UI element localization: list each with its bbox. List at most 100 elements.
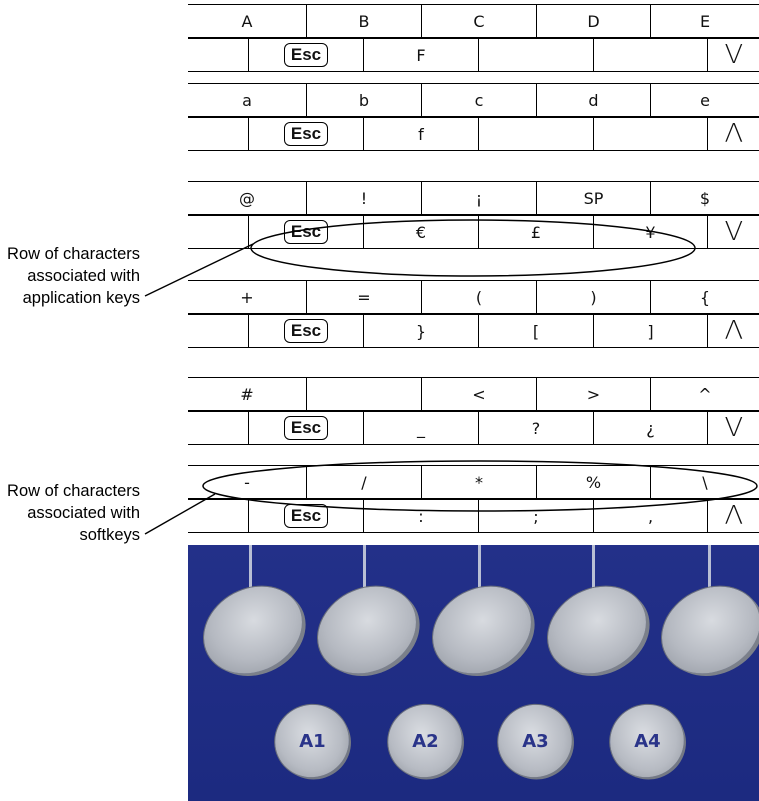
arrow-glyph: V [724, 40, 743, 70]
character-cell[interactable]: : [363, 500, 478, 532]
character-label: ^ [698, 384, 712, 404]
character-cell[interactable]: ( [421, 281, 536, 313]
character-cell[interactable]: _ [363, 412, 478, 444]
character-cell[interactable]: c [421, 84, 536, 116]
esc-key[interactable]: Esc [248, 500, 363, 532]
empty-cell [188, 216, 248, 248]
character-cell[interactable]: ; [478, 500, 593, 532]
softkey-3[interactable] [417, 569, 547, 691]
character-cell[interactable]: € [363, 216, 478, 248]
character-cell[interactable]: A [188, 5, 306, 37]
character-cell[interactable]: F [363, 39, 478, 71]
character-cell[interactable]: f [363, 118, 478, 150]
character-cell[interactable]: B [306, 5, 421, 37]
esc-key[interactable]: Esc [248, 315, 363, 347]
character-cell[interactable] [478, 118, 593, 150]
softkey-2[interactable] [302, 569, 432, 691]
character-cell[interactable]: ¥ [593, 216, 707, 248]
character-cell[interactable]: < [421, 378, 536, 410]
character-cell[interactable]: d [536, 84, 650, 116]
character-cell[interactable]: @ [188, 182, 306, 214]
page-up-arrow-icon[interactable]: Λ [707, 500, 759, 532]
character-label: : [418, 506, 424, 526]
character-cell[interactable]: b [306, 84, 421, 116]
character-cell[interactable]: ) [536, 281, 650, 313]
character-cell[interactable]: E [650, 5, 759, 37]
character-cell[interactable]: a [188, 84, 306, 116]
character-cell[interactable]: [ [478, 315, 593, 347]
empty-cell [188, 500, 248, 532]
softkey-4[interactable] [532, 569, 662, 691]
arrow-glyph: Λ [724, 119, 743, 149]
character-cell[interactable] [593, 39, 707, 71]
character-cell[interactable]: D [536, 5, 650, 37]
application-key-a3[interactable]: A3 [486, 692, 584, 790]
character-label: _ [417, 418, 425, 438]
esc-label: Esc [283, 416, 329, 440]
character-cell[interactable]: ^ [650, 378, 759, 410]
character-cell[interactable]: # [188, 378, 306, 410]
character-cell[interactable]: , [593, 500, 707, 532]
character-cell[interactable]: / [306, 466, 421, 498]
character-label: ; [533, 506, 539, 526]
application-key-label: A1 [298, 730, 326, 752]
esc-label: Esc [283, 122, 329, 146]
character-cell[interactable]: ? [478, 412, 593, 444]
character-cell[interactable]: = [306, 281, 421, 313]
character-label: \ [702, 472, 708, 492]
character-cell[interactable] [593, 118, 707, 150]
character-cell[interactable]: - [188, 466, 306, 498]
character-cell[interactable]: \ [650, 466, 759, 498]
application-key-a2[interactable]: A2 [376, 692, 474, 790]
page-down-arrow-icon[interactable]: V [707, 216, 759, 248]
application-key-a4[interactable]: A4 [598, 692, 696, 790]
character-cell[interactable]: C [421, 5, 536, 37]
character-cell[interactable]: $ [650, 182, 759, 214]
character-label: * [475, 472, 483, 492]
empty-cell [188, 118, 248, 150]
character-cell[interactable]: ! [306, 182, 421, 214]
character-cell[interactable]: } [363, 315, 478, 347]
page-up-arrow-icon[interactable]: Λ [707, 315, 759, 347]
softkey-5[interactable] [646, 569, 759, 691]
character-label: [ [532, 321, 540, 341]
character-label: @ [239, 188, 255, 208]
character-cell[interactable]: * [421, 466, 536, 498]
softkey-stem [592, 545, 595, 607]
esc-key[interactable]: Esc [248, 412, 363, 444]
character-cell[interactable]: % [536, 466, 650, 498]
esc-key[interactable]: Esc [248, 39, 363, 71]
character-cell[interactable]: + [188, 281, 306, 313]
arrow-glyph: Λ [724, 316, 743, 346]
page-up-arrow-icon[interactable]: Λ [707, 118, 759, 150]
softkey-1[interactable] [188, 569, 318, 691]
page-down-arrow-icon[interactable]: V [707, 39, 759, 71]
character-label: e [700, 90, 710, 110]
page-down-arrow-icon[interactable]: V [707, 412, 759, 444]
character-label: # [240, 384, 254, 404]
character-block-6: -/ *% \ Esc:;,Λ [188, 461, 759, 543]
application-key-row: Esc f Λ [188, 117, 759, 151]
character-cell[interactable] [306, 378, 421, 410]
application-key-a1[interactable]: A1 [263, 692, 361, 790]
esc-key[interactable]: Esc [248, 118, 363, 150]
softkey-stem [249, 545, 252, 607]
character-label: c [474, 90, 484, 110]
character-label: a [242, 90, 252, 110]
character-cell[interactable]: ¿ [593, 412, 707, 444]
character-cell[interactable]: SP [536, 182, 650, 214]
character-row: a b c d e [188, 83, 759, 117]
empty-cell [188, 412, 248, 444]
character-cell[interactable] [478, 39, 593, 71]
character-cell[interactable]: e [650, 84, 759, 116]
character-cell[interactable]: ¡ [421, 182, 536, 214]
character-cell[interactable]: £ [478, 216, 593, 248]
character-label: ¡ [475, 188, 483, 208]
character-cell[interactable]: ] [593, 315, 707, 347]
character-cell[interactable]: > [536, 378, 650, 410]
esc-key[interactable]: Esc [248, 216, 363, 248]
character-cell[interactable]: { [650, 281, 759, 313]
empty-cell [188, 39, 248, 71]
character-label: ( [475, 287, 483, 307]
